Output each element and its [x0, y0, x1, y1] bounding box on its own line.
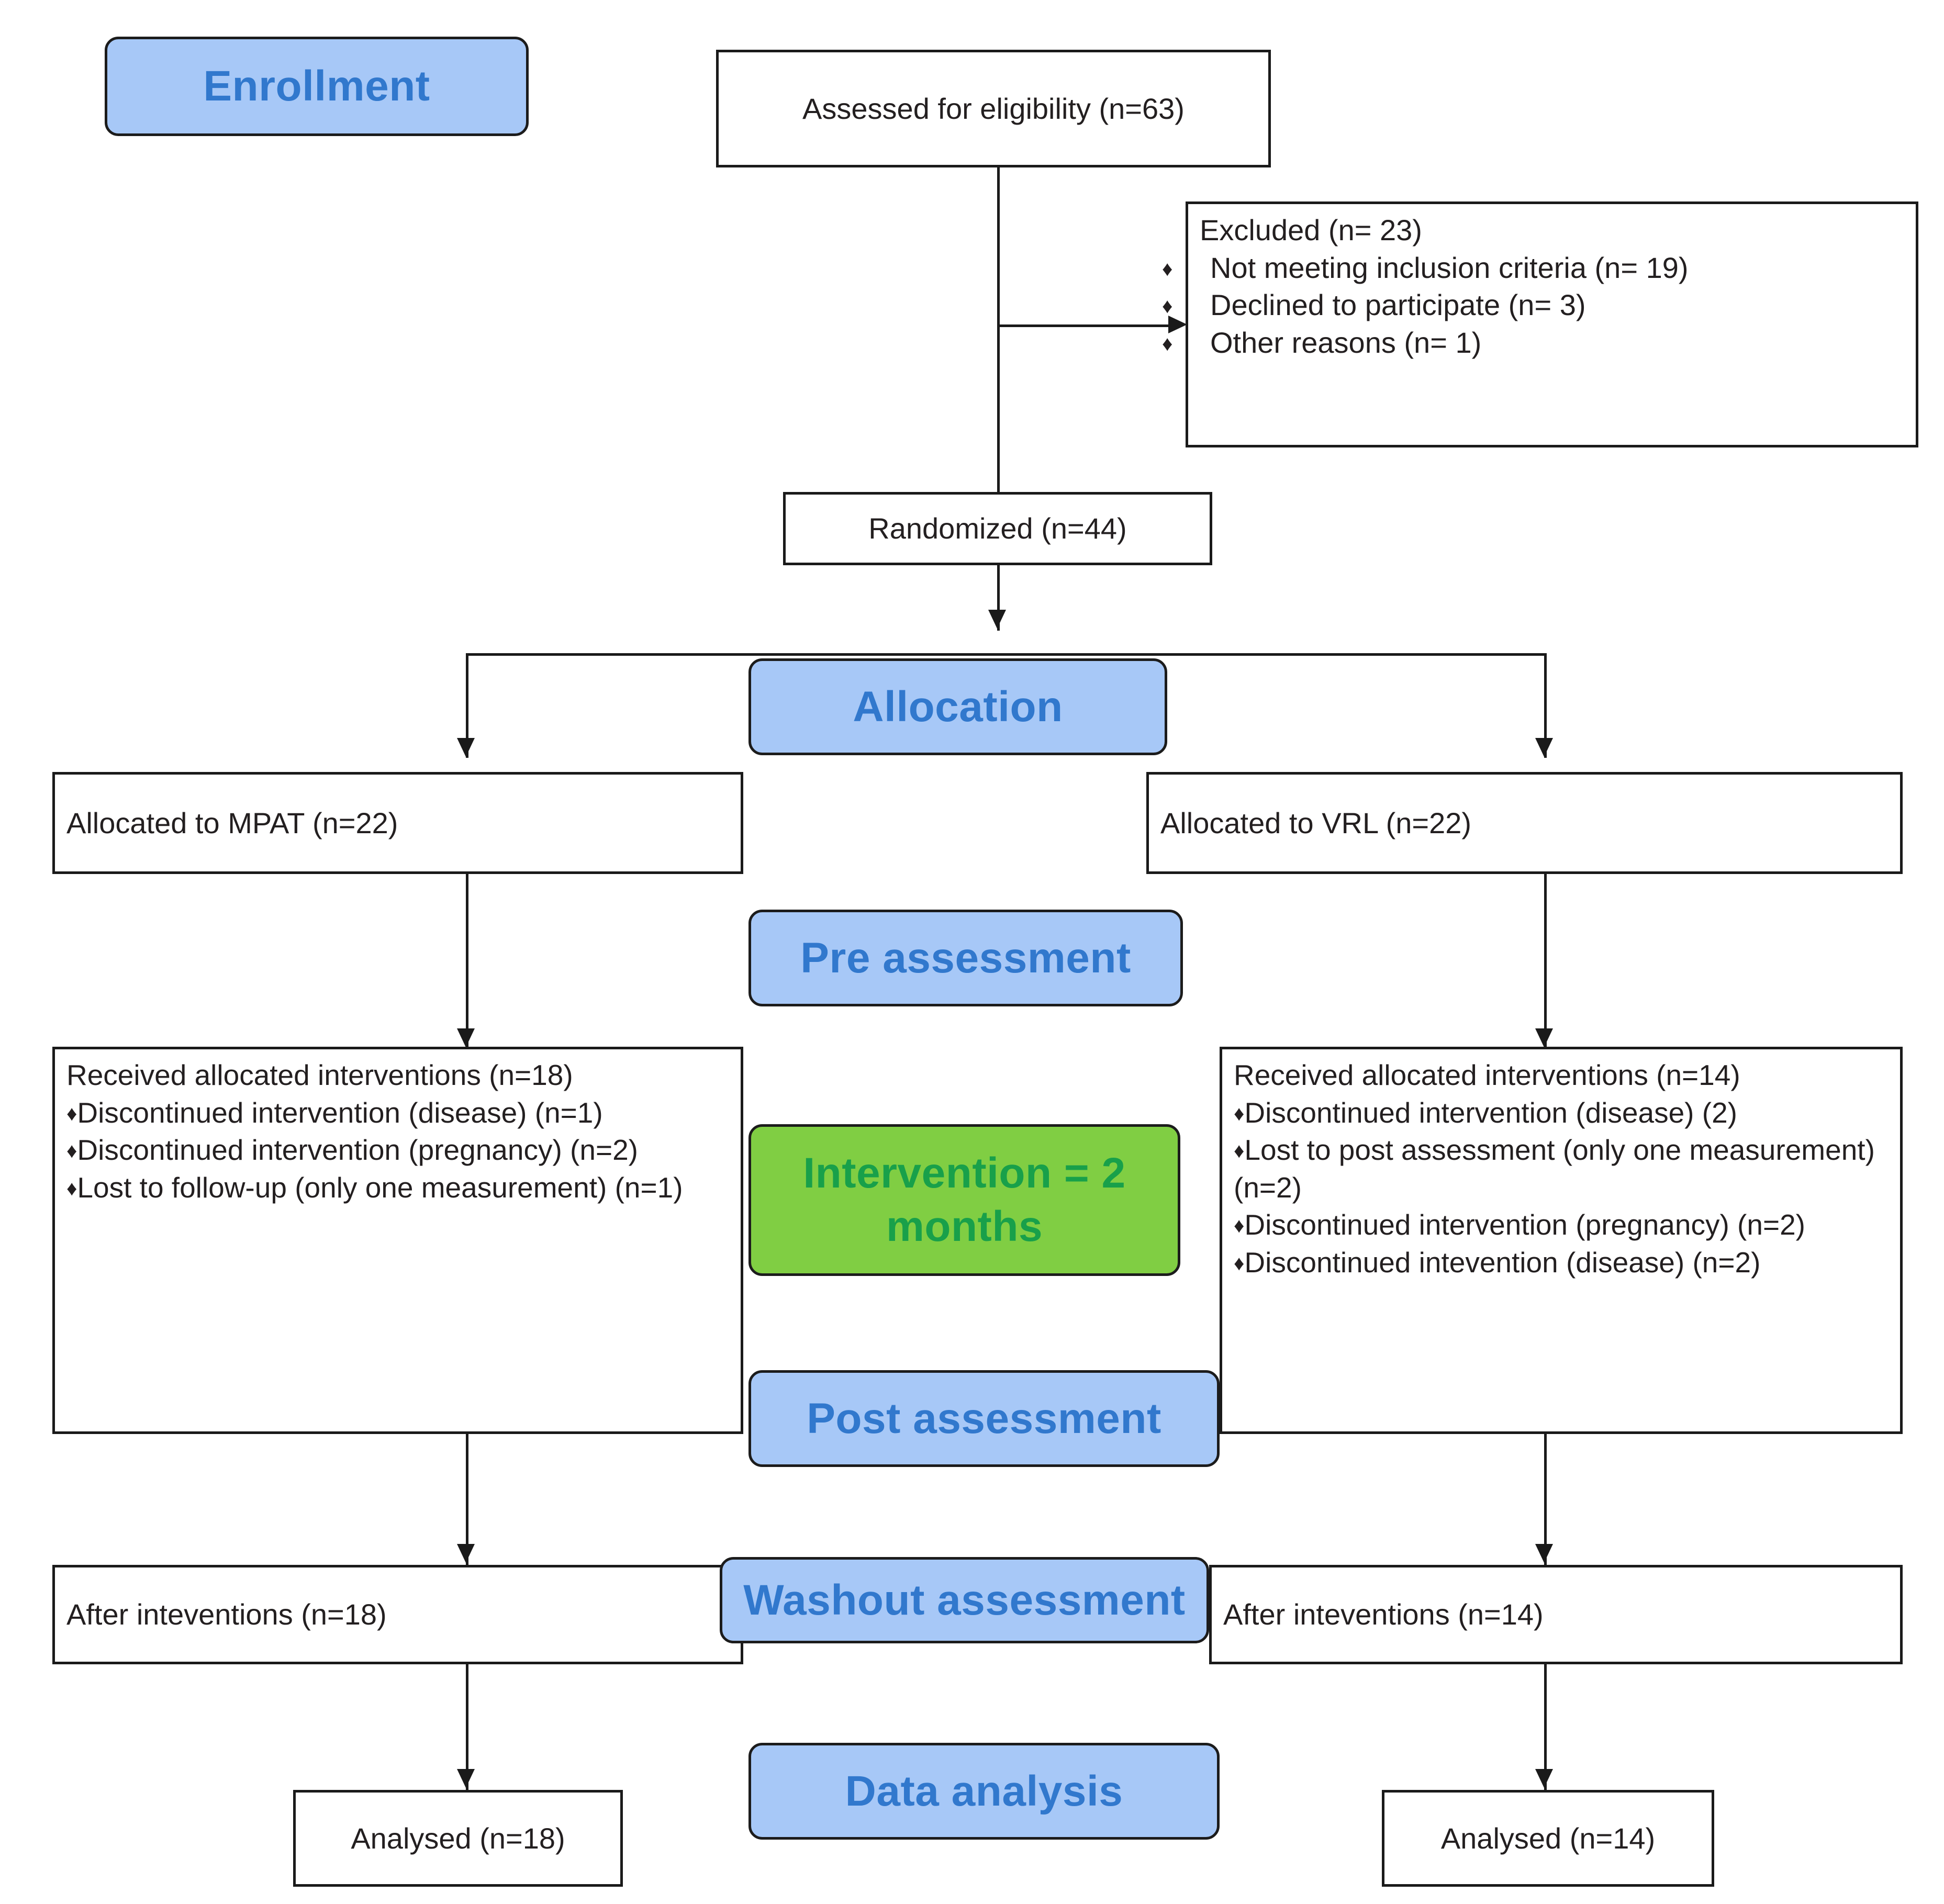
- diamond-bullet-icon: ♦: [1234, 1251, 1245, 1275]
- randomized-label: Randomized (n=44): [868, 512, 1127, 545]
- list-item: ♦Discontinued intevention (disease) (n=2…: [1234, 1244, 1889, 1282]
- stage-label-intervention: Intervention = 2 months: [803, 1149, 1126, 1251]
- list-item: ♦Discontinued intervention (pregnancy) (…: [66, 1132, 729, 1169]
- connector-right-alloc-to-received: [1544, 874, 1547, 1047]
- arrow-to-excluded-icon: [1168, 316, 1187, 333]
- node-excluded: Excluded (n= 23) ♦Not meeting inclusion …: [1162, 201, 1918, 447]
- stage-label-allocation: Allocation: [853, 682, 1063, 731]
- after-left-label: After inteventions (n=18): [66, 1598, 387, 1631]
- arrow-left-after-icon: [457, 1544, 475, 1563]
- connector-left-after-to-analysed: [466, 1664, 468, 1790]
- node-allocated-vrl: Allocated to VRL (n=22): [1146, 772, 1903, 874]
- connector-assessed-to-randomized: [997, 167, 1000, 492]
- excluded-reason-1: Declined to participate (n= 3): [1210, 288, 1586, 322]
- diamond-bullet-icon: ♦: [1234, 1214, 1245, 1237]
- received-right-item-0: Discontinued intervention (disease) (2): [1244, 1096, 1738, 1129]
- received-left-title: Received allocated interventions (n=18): [66, 1059, 573, 1091]
- excluded-reason-0: Not meeting inclusion criteria (n= 19): [1210, 251, 1689, 284]
- diamond-bullet-icon: ♦: [66, 1139, 77, 1162]
- stage-label-post-assessment: Post assessment: [807, 1394, 1161, 1442]
- excluded-reason-2: Other reasons (n= 1): [1210, 326, 1482, 360]
- stage-label-enrollment: Enrollment: [203, 62, 430, 110]
- excluded-title: Excluded (n= 23): [1200, 214, 1422, 247]
- received-right-list: ♦Discontinued intervention (disease) (2)…: [1234, 1094, 1889, 1282]
- connector-right-received-to-after: [1544, 1434, 1547, 1565]
- list-item: ♦Discontinued intervention (pregnancy) (…: [1234, 1206, 1889, 1244]
- arrow-allocation-right-icon: [1535, 738, 1553, 757]
- list-item: ♦Lost to follow-up (only one measurement…: [66, 1169, 729, 1207]
- stage-badge-washout-assessment[interactable]: Washout assessment: [720, 1557, 1209, 1643]
- list-item: ♦Not meeting inclusion criteria (n= 19): [1162, 251, 1689, 284]
- after-right-label: After inteventions (n=14): [1223, 1598, 1544, 1631]
- list-item: ♦Lost to post assessment (only one measu…: [1234, 1132, 1889, 1206]
- connector-allocation-split: [466, 653, 1547, 656]
- diamond-bullet-icon: ♦: [66, 1177, 77, 1200]
- connector-left-alloc-to-received: [466, 874, 468, 1047]
- node-after-interventions-mpat: After inteventions (n=18): [52, 1565, 743, 1664]
- received-right-item-2: Discontinued intervention (pregnancy) (n…: [1244, 1208, 1805, 1241]
- stage-badge-post-assessment[interactable]: Post assessment: [748, 1370, 1220, 1467]
- allocated-right-label: Allocated to VRL (n=22): [1160, 806, 1472, 839]
- arrow-left-received-icon: [457, 1028, 475, 1047]
- diamond-bullet-icon: ♦: [1234, 1139, 1245, 1162]
- received-left-item-1: Discontinued intervention (pregnancy) (n…: [77, 1134, 638, 1166]
- received-left-item-2: Lost to follow-up (only one measurement)…: [77, 1171, 683, 1204]
- arrow-right-analysed-icon: [1535, 1769, 1553, 1788]
- stage-badge-allocation[interactable]: Allocation: [748, 658, 1167, 755]
- node-received-vrl: Received allocated interventions (n=14) …: [1220, 1047, 1903, 1434]
- connector-allocation-right-down: [1544, 653, 1547, 758]
- connector-randomized-down: [997, 565, 1000, 631]
- stage-label-washout-assessment: Washout assessment: [743, 1576, 1186, 1624]
- node-allocated-mpat: Allocated to MPAT (n=22): [52, 772, 743, 874]
- stage-label-data-analysis: Data analysis: [845, 1767, 1123, 1815]
- node-after-interventions-vrl: After inteventions (n=14): [1209, 1565, 1903, 1664]
- received-left-list: ♦Discontinued intervention (disease) (n=…: [66, 1094, 729, 1207]
- diamond-bullet-icon: ♦: [1234, 1102, 1245, 1125]
- arrow-allocation-left-icon: [457, 738, 475, 757]
- arrow-randomized-icon: [988, 610, 1006, 629]
- arrow-right-after-icon: [1535, 1544, 1553, 1563]
- list-item: ♦Discontinued intervention (disease) (2): [1234, 1094, 1889, 1132]
- stage-label-pre-assessment: Pre assessment: [800, 934, 1131, 982]
- connector-allocation-left-down: [466, 653, 468, 758]
- node-assessed-for-eligibility: Assessed for eligibility (n=63): [716, 50, 1271, 167]
- arrow-left-analysed-icon: [457, 1769, 475, 1788]
- arrow-right-received-icon: [1535, 1028, 1553, 1047]
- stage-badge-pre-assessment[interactable]: Pre assessment: [748, 910, 1183, 1006]
- received-right-item-1: Lost to post assessment (only one measur…: [1234, 1134, 1883, 1204]
- allocated-left-label: Allocated to MPAT (n=22): [66, 806, 398, 839]
- node-analysed-vrl: Analysed (n=14): [1382, 1790, 1714, 1887]
- excluded-reason-list: ♦Not meeting inclusion criteria (n= 19) …: [1162, 249, 1904, 362]
- received-right-title: Received allocated interventions (n=14): [1234, 1059, 1740, 1091]
- received-right-item-3: Discontinued intevention (disease) (n=2): [1244, 1246, 1761, 1279]
- received-left-item-0: Discontinued intervention (disease) (n=1…: [77, 1096, 603, 1129]
- list-item: ♦Discontinued intervention (disease) (n=…: [66, 1094, 729, 1132]
- connector-left-received-to-after: [466, 1434, 468, 1565]
- assessed-label: Assessed for eligibility (n=63): [802, 92, 1185, 125]
- stage-badge-data-analysis[interactable]: Data analysis: [748, 1743, 1220, 1840]
- stage-badge-intervention[interactable]: Intervention = 2 months: [748, 1124, 1180, 1276]
- stage-badge-enrollment[interactable]: Enrollment: [105, 37, 529, 136]
- connector-assessed-to-excluded: [997, 324, 1175, 327]
- analysed-left-label: Analysed (n=18): [351, 1821, 565, 1855]
- node-randomized: Randomized (n=44): [783, 492, 1212, 565]
- connector-right-after-to-analysed: [1544, 1664, 1547, 1790]
- node-received-mpat: Received allocated interventions (n=18) …: [52, 1047, 743, 1434]
- analysed-right-label: Analysed (n=14): [1440, 1821, 1656, 1855]
- list-item: ♦Declined to participate (n= 3): [1162, 288, 1586, 322]
- diamond-bullet-icon: ♦: [66, 1102, 77, 1125]
- node-analysed-mpat: Analysed (n=18): [293, 1790, 623, 1887]
- list-item: ♦Other reasons (n= 1): [1162, 326, 1482, 360]
